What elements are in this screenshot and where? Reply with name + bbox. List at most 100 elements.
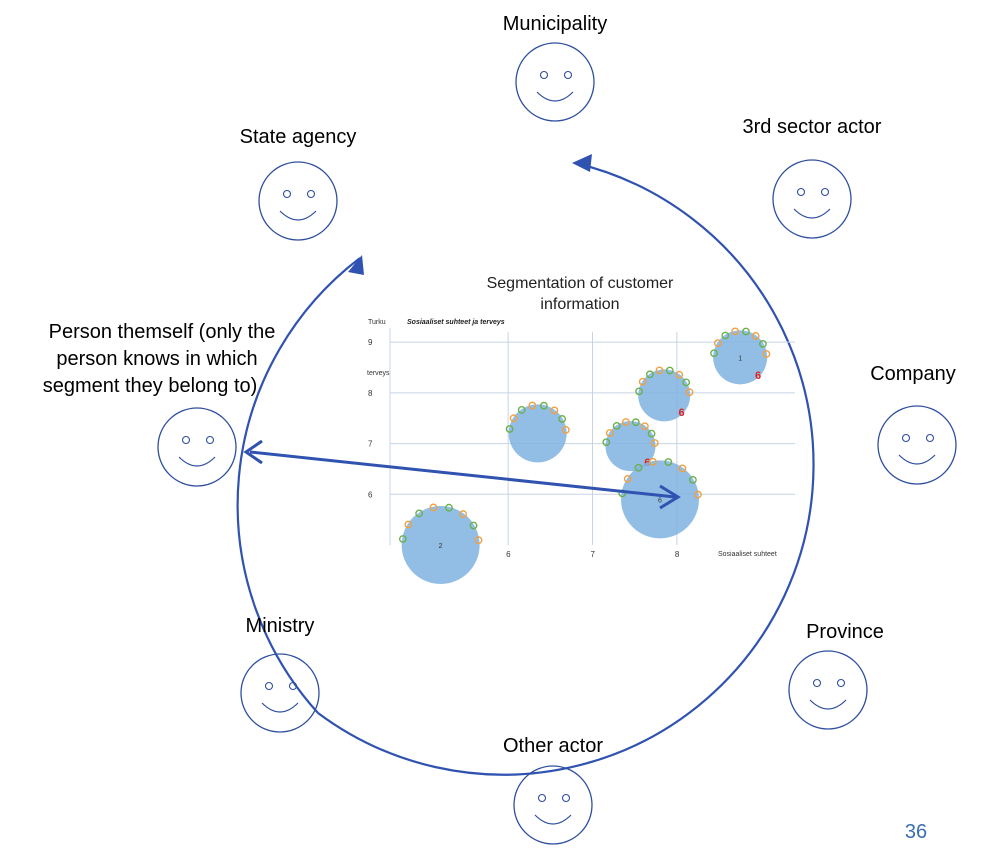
smiley-face-icon (157, 407, 237, 487)
smiley-face-icon (513, 765, 593, 845)
segment-icon (509, 414, 518, 423)
actor-label: Other actor (503, 735, 603, 757)
arrowhead-top (572, 154, 592, 172)
segment-icon (517, 406, 526, 414)
actor-third-sector: 3rd sector actor (743, 116, 882, 239)
segment-icon (664, 458, 673, 466)
segment-icon (459, 510, 467, 518)
actor-ministry: Ministry (240, 615, 320, 733)
segment-icon (474, 536, 483, 545)
actor-label-line3: segment they belong to) (43, 375, 258, 397)
segment-icon (634, 463, 643, 472)
cycle-arc-right (317, 161, 815, 776)
arrowhead-person (243, 439, 263, 465)
actor-label: Province (806, 621, 884, 643)
segment-icon (404, 520, 413, 529)
segment-icon (638, 377, 647, 386)
bubble-label: 2 (439, 543, 443, 550)
segment-icon (665, 366, 674, 375)
segment-icon (682, 378, 691, 387)
actor-label: Municipality (503, 13, 607, 35)
chart-ylabel: terveys (367, 370, 390, 377)
segment-bubble (508, 404, 567, 463)
segmentation-chart: Turku Sosiaaliset suhteet ja terveys ter… (367, 319, 795, 584)
segment-icon (558, 415, 567, 423)
segment-icon (429, 503, 438, 512)
chart-title: Sosiaaliset suhteet ja terveys (407, 319, 505, 326)
y-tick-label: 7 (368, 440, 373, 449)
center-title-line2: information (540, 296, 619, 313)
actor-label-line1: Person themself (only the (49, 321, 276, 343)
segment-icon (602, 438, 611, 447)
segment-icon (550, 406, 559, 415)
smiley-face-icon (258, 161, 338, 241)
actor-company: Company (870, 363, 957, 485)
actor-province: Province (788, 621, 884, 730)
segment-number: 6 (679, 407, 685, 419)
arrowhead-left (348, 255, 364, 275)
x-tick-label: 6 (506, 550, 511, 559)
center-title: Segmentation of customer information (487, 275, 674, 313)
actor-label: 3rd sector actor (743, 116, 882, 138)
segment-icon (710, 349, 718, 358)
y-tick-label: 8 (368, 389, 373, 398)
segment-icon (688, 476, 697, 484)
actor-state-agency: State agency (240, 126, 357, 241)
chart-points: 2 6 6 6 1 6 (398, 327, 771, 584)
segment-icon (648, 457, 657, 466)
segment-icon (539, 401, 548, 410)
segment-icon (678, 464, 687, 473)
smiley-face-icon (772, 159, 852, 239)
smiley-face-icon (788, 650, 868, 730)
actor-label-line2: person knows in which (56, 348, 257, 370)
chart-top-left-label: Turku (368, 319, 386, 326)
segment-icon (721, 331, 730, 340)
segment-icon (505, 425, 514, 433)
segment-icon (655, 366, 664, 375)
center-title-line1: Segmentation of customer (487, 275, 674, 292)
actor-person: Person themself (only the person knows i… (43, 321, 276, 487)
actor-other: Other actor (503, 735, 603, 845)
cycle-arc-left (236, 257, 361, 714)
bubble-label: 6 (658, 497, 662, 504)
segment-icon (398, 535, 407, 543)
segment-icon (469, 521, 478, 530)
y-tick-label: 9 (368, 338, 373, 347)
segment-icon (445, 503, 453, 512)
smiley-face-icon (877, 405, 957, 485)
x-tick-label: 8 (675, 550, 680, 559)
actor-municipality: Municipality (503, 13, 607, 122)
segment-bubble (621, 460, 699, 539)
segment-icon (647, 429, 656, 438)
y-tick-label: 6 (368, 490, 373, 499)
segment-icon (605, 429, 614, 437)
bubble-label: 1 (738, 355, 742, 362)
segment-icon (621, 418, 630, 426)
actor-label: Company (870, 363, 956, 385)
segment-icon (650, 439, 659, 447)
segment-bubble (605, 421, 656, 472)
person-segment-arrow (243, 439, 681, 510)
segment-icon (631, 418, 640, 427)
segment-icon (751, 332, 760, 340)
segment-bubble (713, 330, 768, 385)
segment-icon (612, 421, 621, 430)
segment-icon (635, 387, 643, 396)
segment-icon (759, 339, 767, 348)
segment-icon (561, 425, 570, 434)
smiley-face-icon (240, 653, 320, 733)
segment-icon (762, 350, 771, 358)
segment-icon (685, 388, 694, 397)
segment-icon (713, 339, 722, 348)
segment-icon (640, 422, 649, 431)
actor-label: Ministry (246, 615, 315, 637)
cycle-arrows (236, 154, 815, 776)
segment-icon (675, 370, 684, 379)
segment-icon (645, 370, 654, 379)
segment-icon (415, 509, 424, 518)
segment-number: 6 (755, 370, 761, 382)
chart-xlabel: Sosiaaliset suhteet (718, 551, 777, 558)
actor-label: State agency (240, 126, 357, 148)
